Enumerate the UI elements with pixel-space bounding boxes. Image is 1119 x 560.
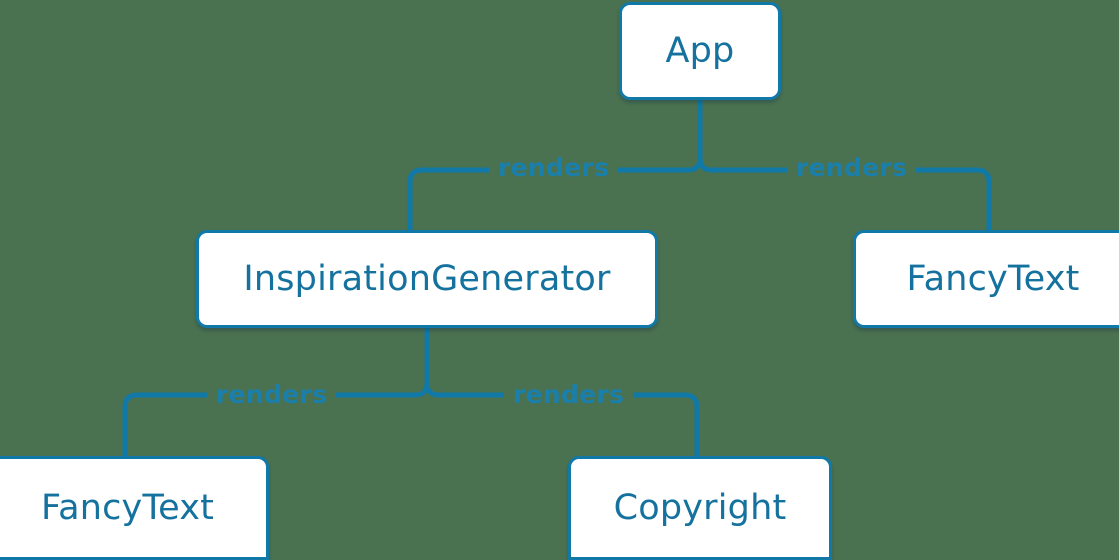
- node-fancytext-left[interactable]: FancyText: [0, 456, 269, 560]
- node-app-label: App: [665, 30, 735, 71]
- edge-inspiration-to-fancytext-left: [122, 392, 415, 456]
- node-app[interactable]: App: [619, 2, 781, 100]
- node-fancytext-right-label: FancyText: [906, 258, 1080, 299]
- edge-app-junction-right: [697, 157, 713, 173]
- node-copyright[interactable]: Copyright: [568, 456, 832, 560]
- edge-app-to-inspiration: [407, 167, 688, 230]
- edge-label-app-to-inspiration: renders: [489, 155, 619, 180]
- node-fancytext-left-label: FancyText: [40, 487, 215, 528]
- node-inspiration-generator-label: InspirationGenerator: [243, 258, 611, 299]
- edge-app-to-fancytext-right: [712, 167, 992, 230]
- edge-label-app-to-fancytext-right: renders: [787, 155, 917, 180]
- edge-label-inspiration-to-fancytext-left: renders: [207, 382, 337, 407]
- node-fancytext-right[interactable]: FancyText: [853, 230, 1119, 328]
- node-copyright-label: Copyright: [613, 487, 787, 528]
- edge-label-inspiration-to-copyright: renders: [504, 382, 634, 407]
- edge-inspiration-to-copyright: [439, 392, 700, 456]
- node-inspiration-generator[interactable]: InspirationGenerator: [196, 230, 658, 328]
- edge-inspiration-junction-right: [424, 382, 440, 398]
